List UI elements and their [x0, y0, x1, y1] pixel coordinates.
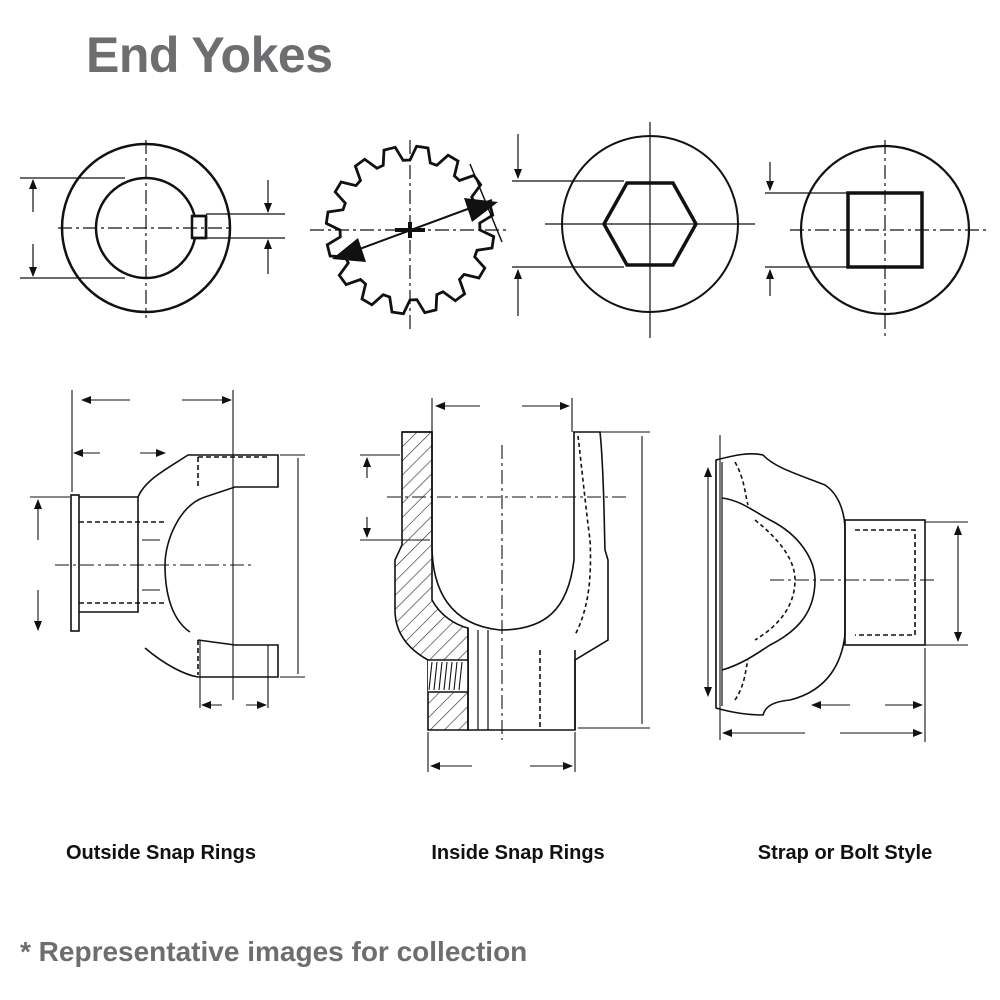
outside-snap-ring-yoke-icon — [30, 390, 305, 709]
caption-inside-snap-rings: Inside Snap Rings — [431, 842, 605, 864]
square-bore-icon — [765, 140, 990, 336]
spline-bore-icon — [310, 140, 510, 330]
caption-strap-or-bolt-style: Strap or Bolt Style — [757, 842, 933, 864]
caption-outside-snap-rings: Outside Snap Rings — [65, 842, 257, 864]
keyed-round-bore-icon — [20, 140, 285, 318]
hex-bore-icon — [512, 122, 755, 338]
inside-snap-ring-yoke-icon — [360, 398, 650, 772]
footnote: * Representative images for collection — [20, 936, 528, 967]
page-title: End Yokes — [86, 27, 333, 83]
strap-bolt-yoke-icon — [704, 435, 968, 742]
